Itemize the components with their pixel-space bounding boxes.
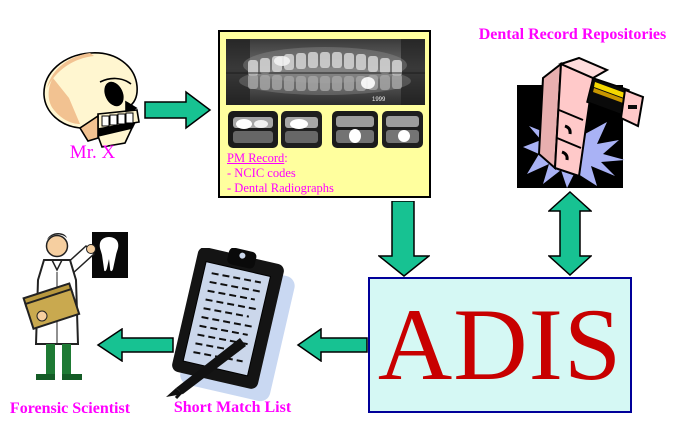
- repositories-label: Dental Record Repositories: [478, 26, 667, 43]
- pm-record-item: - NCIC codes: [227, 165, 296, 180]
- panoramic-xray: [226, 39, 425, 105]
- pm-record-title-line: PM Record:: [227, 151, 427, 166]
- forensic-scientist-label: Forensic Scientist: [9, 400, 131, 417]
- clipboard-icon: [166, 248, 295, 402]
- xray-year-stamp: 1999: [372, 97, 386, 103]
- bitewing-xray-strip: [228, 111, 423, 148]
- arrow-down-icon: [378, 201, 430, 277]
- adis-title: ADIS: [377, 287, 623, 402]
- filing-cabinet-icon: [517, 56, 645, 188]
- scientist-icon: [22, 232, 128, 380]
- mr-x-label: Mr. X: [69, 142, 116, 163]
- pm-record-title: PM Record: [227, 151, 285, 165]
- skull-icon: [43, 52, 140, 148]
- pm-record-notes: PM Record: - NCIC codes - Dental Radiogr…: [227, 151, 427, 195]
- arrow-right-icon: [144, 90, 212, 130]
- pm-record-item: - Dental Radiographs: [227, 180, 334, 195]
- arrow-up-down-icon: [548, 191, 592, 276]
- arrow-left-icon: [96, 328, 174, 362]
- dental-xray-image: 1999: [226, 39, 425, 148]
- arrow-left-icon: [296, 328, 368, 362]
- pm-record-panel: 1999: [218, 30, 431, 198]
- short-match-list-label: Short Match List: [173, 399, 292, 416]
- adis-box: ADIS: [368, 277, 632, 413]
- pm-record-colon: :: [284, 151, 288, 165]
